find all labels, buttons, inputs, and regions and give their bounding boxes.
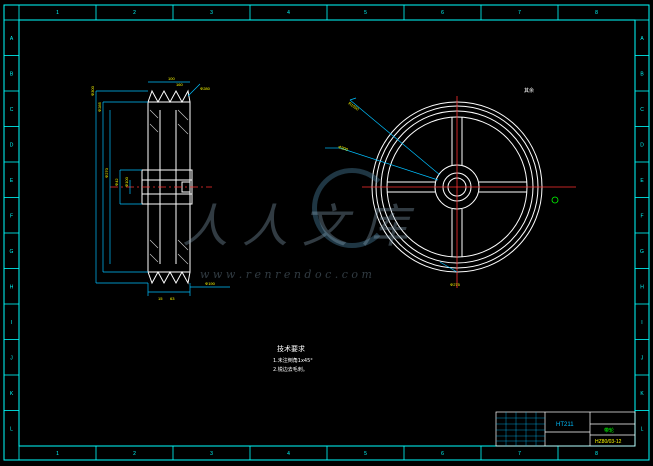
side-dimension-text: Φ42	[114, 178, 119, 186]
side-dimension-text: 15	[158, 296, 163, 301]
pulley-spoke	[479, 181, 527, 193]
frame-row-label: L	[641, 426, 644, 432]
frame-row-label: H	[10, 284, 14, 290]
frame-row-label: H	[640, 284, 644, 290]
frame-column-label: 4	[287, 451, 290, 457]
frame-column-label: 3	[210, 10, 213, 16]
technical-requirements: 技术要求 1.未注倒角1x45° 2.锐边去毛刺。	[273, 344, 313, 373]
frame-row-label: F	[640, 213, 643, 219]
frame-row-label: L	[10, 426, 13, 432]
frame-row-label: G	[10, 249, 14, 255]
frame-row-label: K	[10, 391, 14, 397]
side-dimension-text: 100	[168, 76, 175, 81]
frame-row-label: J	[10, 355, 13, 361]
side-dimension-text: Φ100	[124, 176, 129, 187]
front-view-label: 其余	[524, 87, 534, 94]
side-dimension-text: Φ280	[200, 86, 211, 91]
frame-row-label: G	[640, 249, 644, 255]
frame-column-label: 5	[364, 451, 367, 457]
side-dimension-text: Φ285	[97, 101, 102, 112]
front-view-leader-label-1: R1050	[347, 101, 360, 112]
side-dimension-text: Φ190	[205, 281, 216, 286]
side-dimension-text: Φ300	[90, 85, 95, 96]
title-block-drawing-name: 带轮	[604, 427, 614, 434]
frame-row-label: I	[11, 320, 12, 326]
front-view-leader-label-2: Φ300	[338, 144, 350, 152]
side-dimension-text: 160	[176, 82, 183, 87]
frame-row-label: A	[10, 36, 14, 42]
frame-zone-ticks	[4, 5, 649, 460]
title-block-material: HT211	[556, 422, 574, 428]
frame-row-label: J	[641, 355, 644, 361]
frame-row-label: C	[640, 107, 644, 113]
front-view-center-lines	[362, 96, 576, 288]
side-view-dimension-lines	[95, 81, 230, 296]
pulley-spoke	[451, 117, 463, 165]
frame-column-label: 2	[133, 451, 136, 457]
frame-column-label: 7	[518, 451, 521, 457]
title-block-drawing-number: HZ80/03-12	[595, 439, 622, 445]
frame-row-label: B	[10, 71, 14, 77]
frame-column-label: 6	[441, 10, 444, 16]
frame-row-label: F	[10, 213, 13, 219]
frame-column-label: 1	[56, 10, 59, 16]
pulley-spoke	[451, 209, 463, 257]
frame-row-label: E	[640, 178, 644, 184]
frame-column-label: 8	[595, 10, 598, 16]
frame-column-label: 4	[287, 10, 290, 16]
frame-column-label: 1	[56, 451, 59, 457]
front-view-leader-lines	[325, 97, 458, 273]
frame-row-label: D	[640, 142, 644, 148]
frame-row-label: I	[641, 320, 642, 326]
tech-note-item: 2.锐边去毛刺。	[273, 366, 308, 373]
tech-notes-title: 技术要求	[277, 344, 305, 353]
title-block	[495, 411, 636, 447]
pulley-spoke	[387, 181, 435, 193]
side-dimension-text: 63	[170, 296, 175, 301]
frame-column-label: 6	[441, 451, 444, 457]
frame-row-label: D	[10, 142, 14, 148]
frame-row-label: B	[640, 71, 644, 77]
frame-row-label: C	[10, 107, 14, 113]
side-dimension-text: Φ270	[104, 167, 109, 178]
frame-column-label: 7	[518, 10, 521, 16]
frame-column-label: 5	[364, 10, 367, 16]
front-view-bottom-dimension: Φ275	[450, 282, 461, 287]
front-view-dimension-marks	[551, 196, 559, 204]
frame-row-label: E	[10, 178, 14, 184]
frame-row-label: A	[640, 36, 644, 42]
frame-row-label: K	[640, 391, 644, 397]
frame-column-label: 3	[210, 451, 213, 457]
frame-column-label: 2	[133, 10, 136, 16]
tech-note-item: 1.未注倒角1x45°	[273, 357, 313, 364]
drawing-frame	[3, 4, 650, 461]
frame-column-label: 8	[595, 451, 598, 457]
